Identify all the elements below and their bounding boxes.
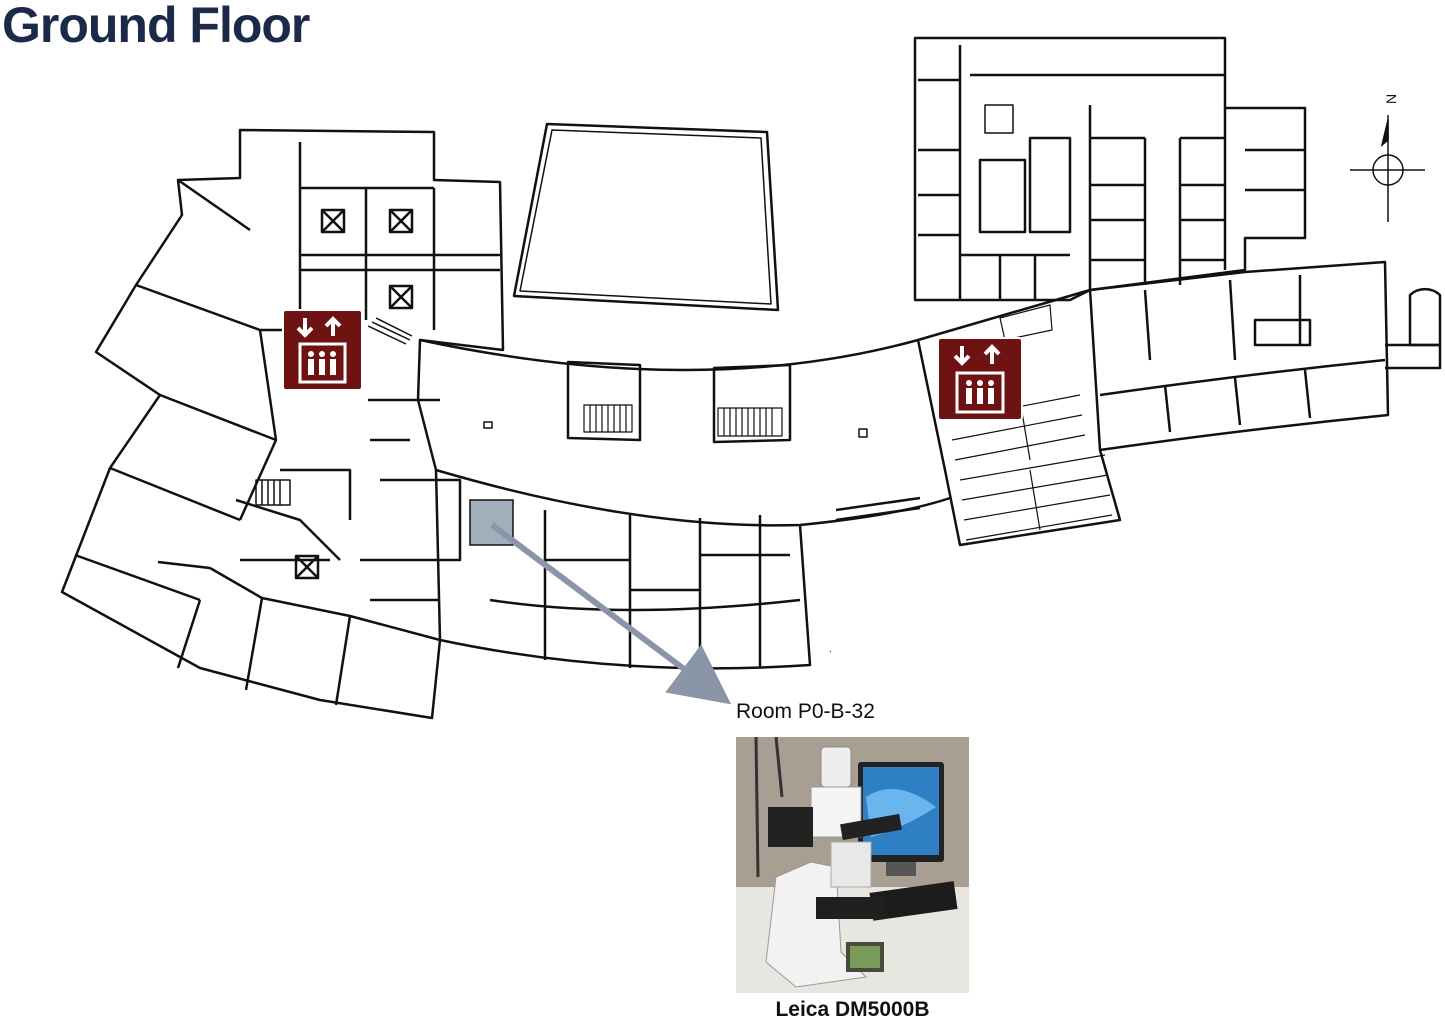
elevator-icon xyxy=(282,309,363,391)
microscope-photo xyxy=(736,737,969,993)
room-label: Room P0-B-32 xyxy=(736,700,875,723)
west-wing-outline xyxy=(60,128,505,720)
courtyard-block xyxy=(512,122,780,312)
equipment-caption: Leica DM5000B xyxy=(775,998,930,1021)
elevator-icon xyxy=(937,337,1023,421)
north-label: N xyxy=(1383,94,1399,104)
north-arrow-icon xyxy=(1350,115,1425,222)
page-title: Ground Floor xyxy=(2,0,310,53)
plan-marker: . xyxy=(829,644,832,655)
room-pointer-arrow xyxy=(490,522,732,705)
northeast-building xyxy=(913,36,1307,302)
